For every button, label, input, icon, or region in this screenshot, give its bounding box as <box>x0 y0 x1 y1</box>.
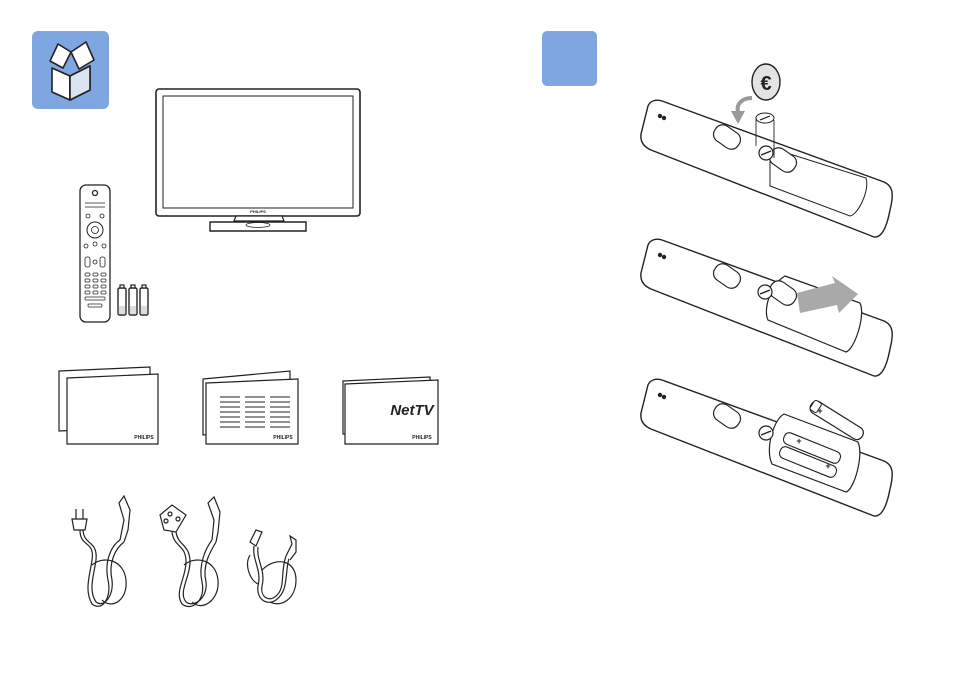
antenna-cable <box>248 530 296 604</box>
batteries-illustration <box>118 285 148 315</box>
booklet-3-brand: PHILIPS <box>412 435 432 441</box>
battery-plus-loose: + <box>817 406 822 416</box>
right-page: € <box>542 31 892 516</box>
power-cord-uk <box>160 497 220 607</box>
remote-back-step-3 <box>641 379 892 516</box>
battery-plus-2: + <box>825 461 830 471</box>
rotate-arrow-icon <box>731 98 752 124</box>
booklet-1-brand: PHILIPS <box>134 435 154 441</box>
left-page: PHILIPS <box>32 31 438 607</box>
power-cord-eu <box>72 496 130 606</box>
booklet-2-brand: PHILIPS <box>273 435 293 441</box>
remote-illustration <box>80 185 110 322</box>
tv-brand: PHILIPS <box>250 209 266 214</box>
coin-symbol: € <box>760 73 771 95</box>
step-tile <box>542 31 597 86</box>
remote-back-step-2 <box>641 239 892 376</box>
box-icon <box>32 31 109 109</box>
euro-coin-icon: € <box>752 64 780 100</box>
battery-plus-1: + <box>796 436 801 446</box>
booklet-legal <box>203 371 298 444</box>
nettv-logo: NetTV <box>390 402 435 419</box>
remote-back-step-1 <box>641 100 892 237</box>
booklet-quick-start <box>59 367 158 444</box>
